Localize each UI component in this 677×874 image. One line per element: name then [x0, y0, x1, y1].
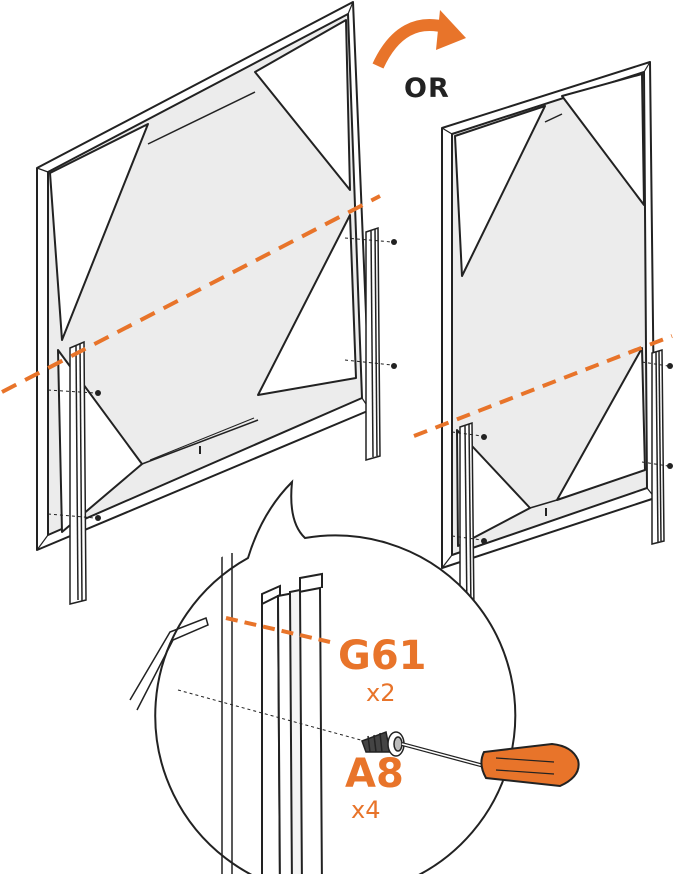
leg-bracket-left-2	[365, 226, 381, 461]
alignment-line-left	[1, 194, 381, 394]
corner-bracket-tl	[49, 123, 149, 341]
panel-landscape	[36, 1, 371, 551]
leg-bracket-left-1	[69, 340, 87, 605]
part-code-a8: A8	[345, 751, 404, 797]
corner-bracket-tr	[561, 73, 645, 206]
magnifier-callout	[154, 479, 517, 874]
rotate-arrow-icon	[372, 10, 466, 69]
part-code-g61: G61	[338, 633, 427, 679]
corner-bracket-br	[257, 214, 357, 396]
leg-bracket-zoom	[261, 572, 324, 874]
screw-icon	[95, 239, 397, 521]
or-label: OR	[404, 73, 450, 104]
part-quantity-g61: x2	[366, 679, 396, 707]
corner-bracket-tr	[254, 19, 351, 191]
screw-guides-left	[47, 237, 393, 519]
alignment-line-right	[413, 334, 673, 438]
screw-guides-right	[451, 361, 669, 541]
zoomed-detail	[129, 553, 369, 874]
corner-bracket-bl	[456, 429, 531, 547]
corner-bracket-tl	[454, 105, 546, 277]
panel-portrait	[441, 61, 656, 569]
leg-bracket-right-2	[651, 348, 665, 545]
part-quantity-a8: x4	[351, 796, 381, 824]
screwdriver-icon	[401, 742, 580, 788]
corner-bracket-br	[556, 347, 646, 501]
screw-icon	[481, 363, 673, 544]
